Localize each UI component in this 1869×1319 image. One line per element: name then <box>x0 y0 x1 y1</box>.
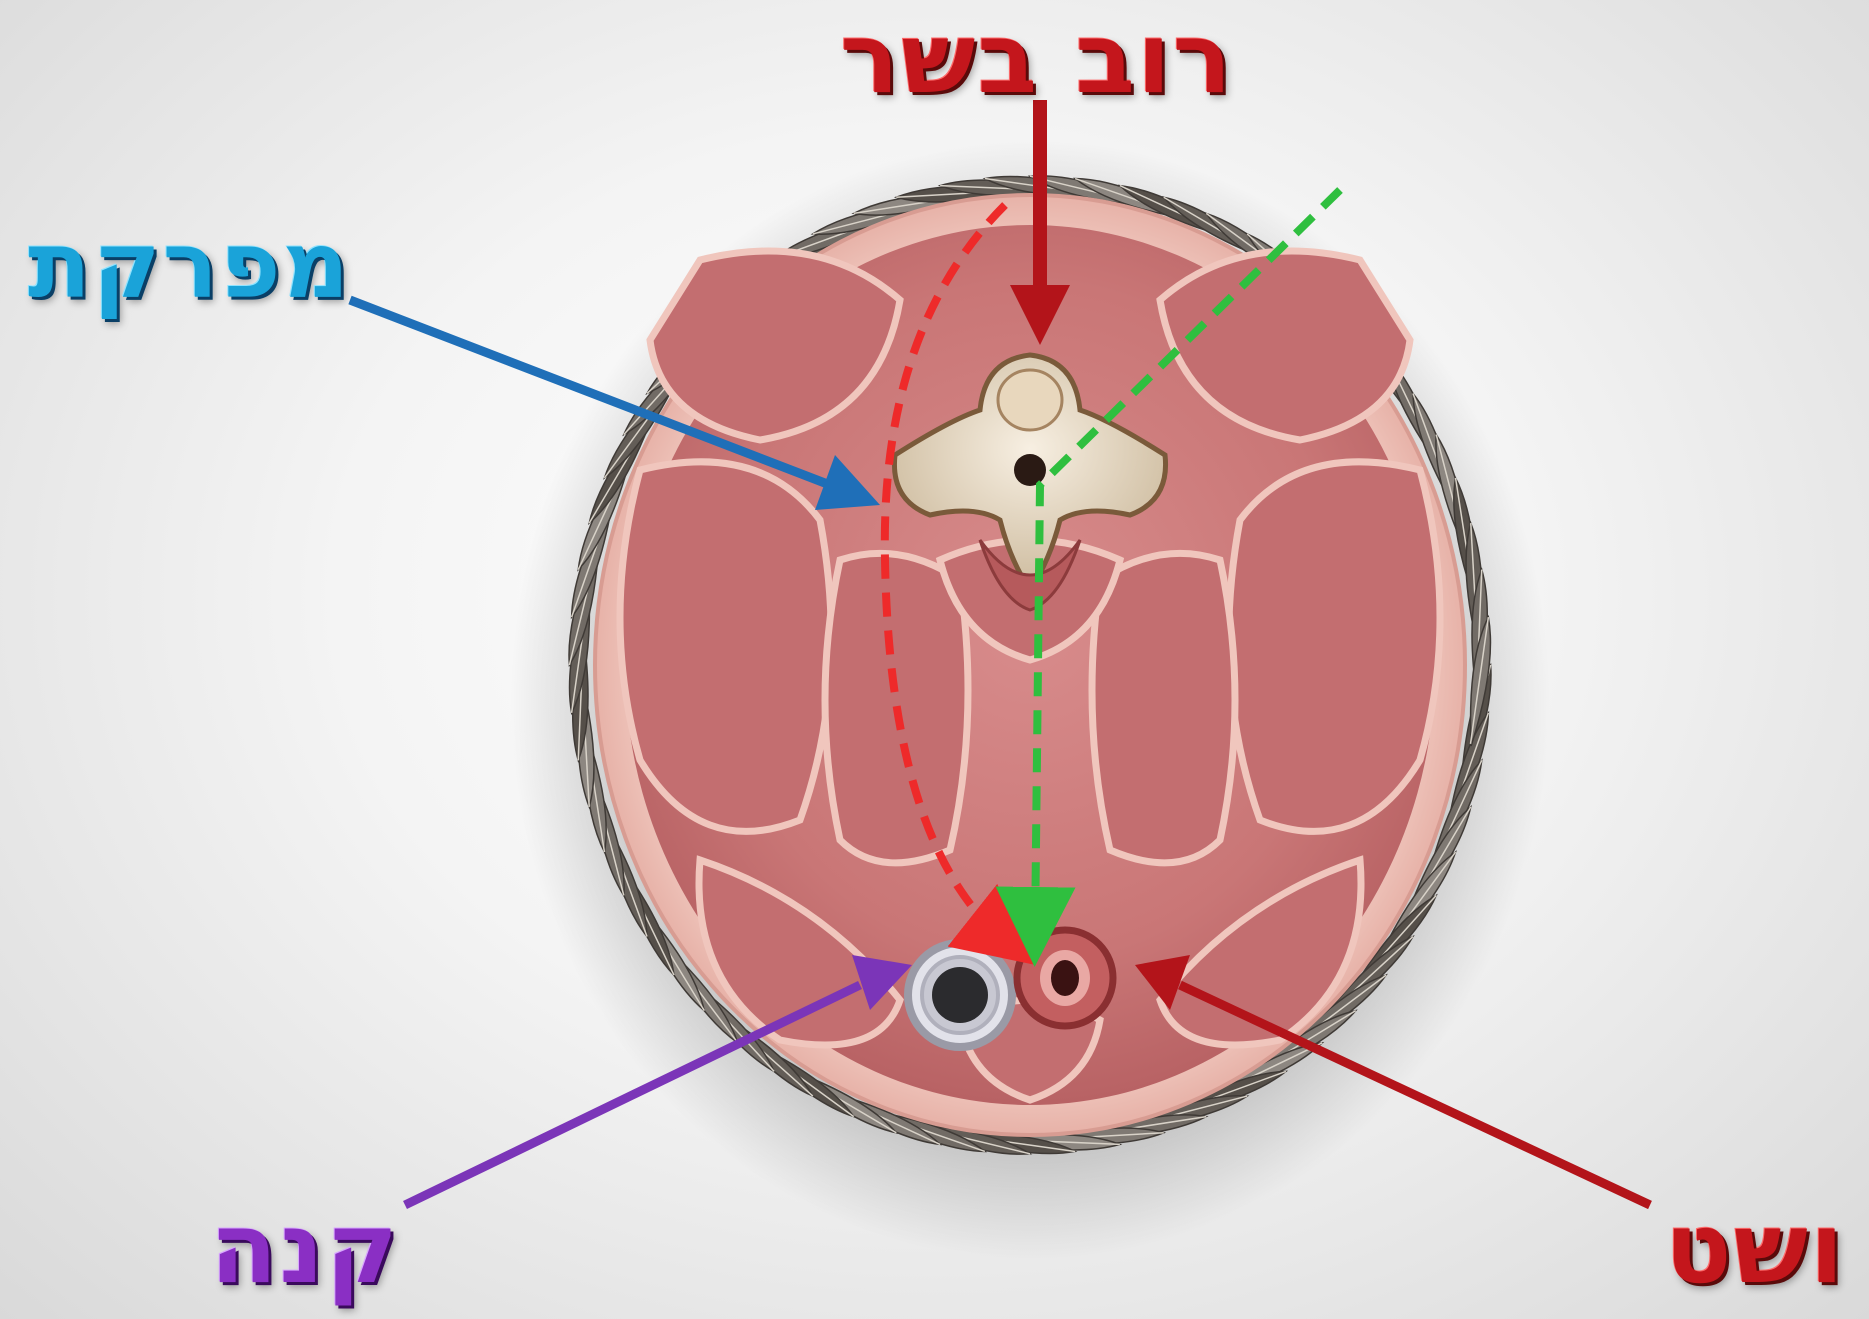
label-meat: רוב בשר <box>840 10 1234 108</box>
trachea-ring-icon <box>908 943 1012 1047</box>
label-esophagus: ושט <box>1665 1200 1846 1298</box>
esophagus-tube-icon <box>1017 930 1113 1026</box>
label-spine: מפרקת <box>28 220 351 312</box>
label-trachea: קנה <box>210 1200 400 1298</box>
